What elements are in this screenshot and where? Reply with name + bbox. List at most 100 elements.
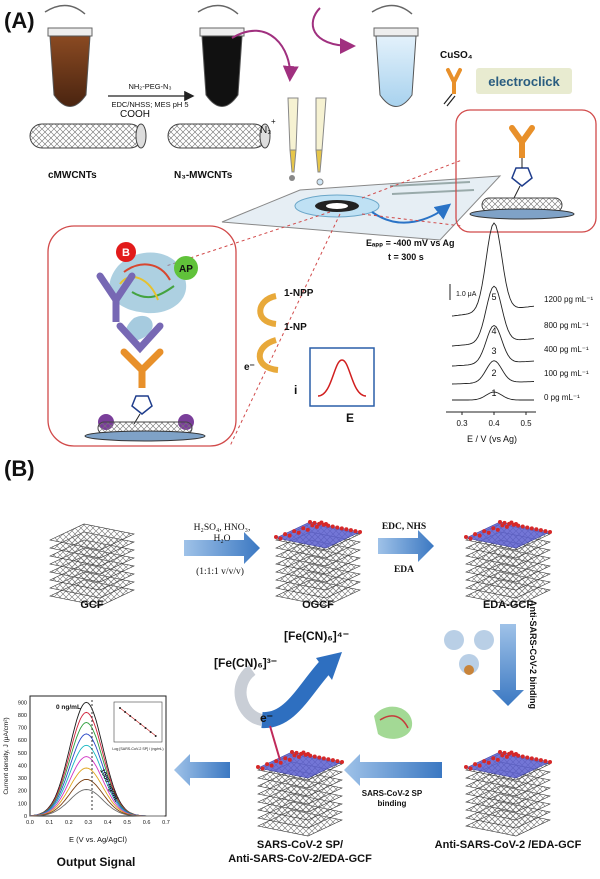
output-ytick: 400 — [18, 763, 27, 769]
transfer-arrow-2-icon — [311, 7, 356, 54]
panel-b-label: (B) — [4, 456, 35, 481]
output-ytick: 200 — [18, 789, 27, 795]
gcf-stack-icon — [49, 523, 135, 607]
output-ytick: 900 — [18, 700, 27, 706]
inset-point — [149, 731, 152, 733]
electroclick-box — [476, 68, 572, 94]
inset-point — [144, 727, 147, 729]
zoom-arrow-icon — [371, 203, 452, 224]
sp-binding-2: binding — [378, 799, 407, 808]
dpv-peak-label: 3 — [491, 346, 496, 356]
transfer-arrow-icon — [231, 29, 299, 82]
n3-label: N₃ — [260, 125, 271, 136]
dpv-peak-label: 2 — [491, 368, 496, 378]
dpv-conc-label: 1200 pg mL⁻¹ — [544, 295, 593, 304]
redox-arrow-icon — [234, 652, 342, 761]
reagent-top: NH₂-PEG-N₃ — [128, 82, 171, 91]
output-xtick: 0.3 — [84, 820, 92, 826]
current-axis-i: i — [294, 383, 297, 397]
clicked-antibody-icon — [469, 125, 575, 220]
output-xtick: 0.4 — [104, 820, 112, 826]
inset-point — [154, 735, 157, 737]
dpv-conc-label: 100 pg mL⁻¹ — [544, 369, 589, 378]
redox-cycle-icon — [256, 293, 279, 373]
zoom-line-2-icon — [229, 213, 341, 447]
drop-2-icon — [316, 178, 324, 186]
n3-mwcnts-label: N₃-MWCNTs — [174, 170, 233, 181]
output-xtick: 0.5 — [123, 820, 131, 826]
step-arrow-3-icon — [492, 624, 524, 706]
drop-icon — [289, 175, 295, 181]
output-ylabel: Current density, J (μA/cm²) — [3, 717, 10, 794]
output-ytick: 700 — [18, 726, 27, 732]
gcf-label: GCF — [80, 599, 104, 611]
cmwcnt-nanotube-icon — [29, 123, 147, 149]
sp-complex-2: Anti-SARS-CoV-2/EDA-GCF — [228, 853, 372, 865]
sandwich-assay-box — [47, 225, 237, 447]
biotin-badge: B — [116, 242, 136, 262]
anti-gcf-stack-icon — [464, 750, 552, 837]
inset-point — [134, 719, 137, 721]
npp-label: 1-NPP — [284, 288, 314, 299]
anti-binding-label: Anti-SARS-CoV-2 binding — [528, 600, 538, 709]
fe4-label: [Fe(CN)₆]⁴⁻ — [284, 629, 349, 643]
output-xtick: 0.2 — [65, 820, 73, 826]
dpv-conc-label: 800 pg mL⁻¹ — [544, 321, 589, 330]
zoom-line-4-icon — [361, 213, 463, 227]
output-ytick: 300 — [18, 776, 27, 782]
edagcf-label: EDA-GCF — [483, 599, 533, 611]
acid-line-2: H₂O — [213, 534, 230, 544]
cmwcnts-label: cMWCNTs — [48, 170, 97, 181]
dpv-curve-1 — [452, 391, 534, 401]
output-ytick: 500 — [18, 751, 27, 757]
antibody-icon — [444, 630, 494, 675]
dpv-xlabel: E / V (vs Ag) — [467, 434, 517, 444]
eda-label: EDA — [394, 565, 414, 575]
cooh-label: COOH — [120, 109, 150, 120]
dpv-conc-label: 0 pg mL⁻¹ — [544, 393, 580, 402]
spike-protein-icon — [374, 706, 413, 739]
output-xtick: 0.6 — [143, 820, 151, 826]
acid-ratio: (1:1:1 v/v/v) — [196, 566, 244, 577]
acid-line-1: H₂SO₄, HNO₃, — [194, 523, 251, 533]
n3-mwcnt-nanotube-icon — [167, 123, 271, 149]
time-label: t = 300 s — [388, 252, 424, 262]
dpv-conc-label: 400 pg mL⁻¹ — [544, 345, 589, 354]
plus-label: + — [271, 117, 276, 126]
electron-label-a: e⁻ — [244, 362, 255, 373]
electroclick-label: electroclick — [488, 74, 560, 89]
ap-label: AP — [179, 264, 193, 275]
output-ytick: 0 — [24, 814, 27, 820]
output-xlabel: E (V vs. Ag/AgCl) — [69, 835, 127, 844]
sp-binding-1: SARS-CoV-2 SP — [362, 789, 423, 798]
output-signal-label: Output Signal — [57, 855, 136, 869]
sp-complex-1: SARS-CoV-2 SP/ — [257, 839, 343, 851]
output-xtick: 0.1 — [46, 820, 54, 826]
peak-curve-icon — [317, 359, 367, 397]
alkyne-antibody-icon — [443, 68, 462, 107]
dpv-peak-label: 5 — [491, 292, 496, 302]
output-ytick: 600 — [18, 738, 27, 744]
panel-a-label: (A) — [4, 8, 35, 33]
inset-point — [124, 711, 127, 713]
potential-axis-e: E — [346, 411, 354, 425]
ap-badge: AP — [174, 256, 198, 280]
pipette-right-icon — [315, 97, 327, 173]
dpv-tick-label: 0.3 — [456, 419, 468, 428]
edc-label: EDC, NHS — [382, 522, 426, 532]
output-xtick: 0.0 — [26, 820, 34, 826]
step-arrow-4-icon — [344, 754, 442, 786]
zoom-line-icon — [165, 211, 331, 267]
electron-label-b: e⁻ — [260, 711, 273, 725]
screen-printed-electrode-icon — [221, 175, 502, 241]
peak-box — [309, 347, 375, 407]
inset-xlabel: Log [SARS-CoV-2 SP] / (ng/mL) — [112, 747, 163, 751]
inset-point — [139, 723, 142, 725]
reagent-bottom: EDC/NHSS; MES pH 5 — [111, 100, 188, 109]
dpv-curve-4 — [451, 285, 535, 347]
clicked-antibody-box — [455, 109, 597, 233]
step-arrow-2-icon — [378, 530, 434, 562]
output-ytick: 800 — [18, 713, 27, 719]
